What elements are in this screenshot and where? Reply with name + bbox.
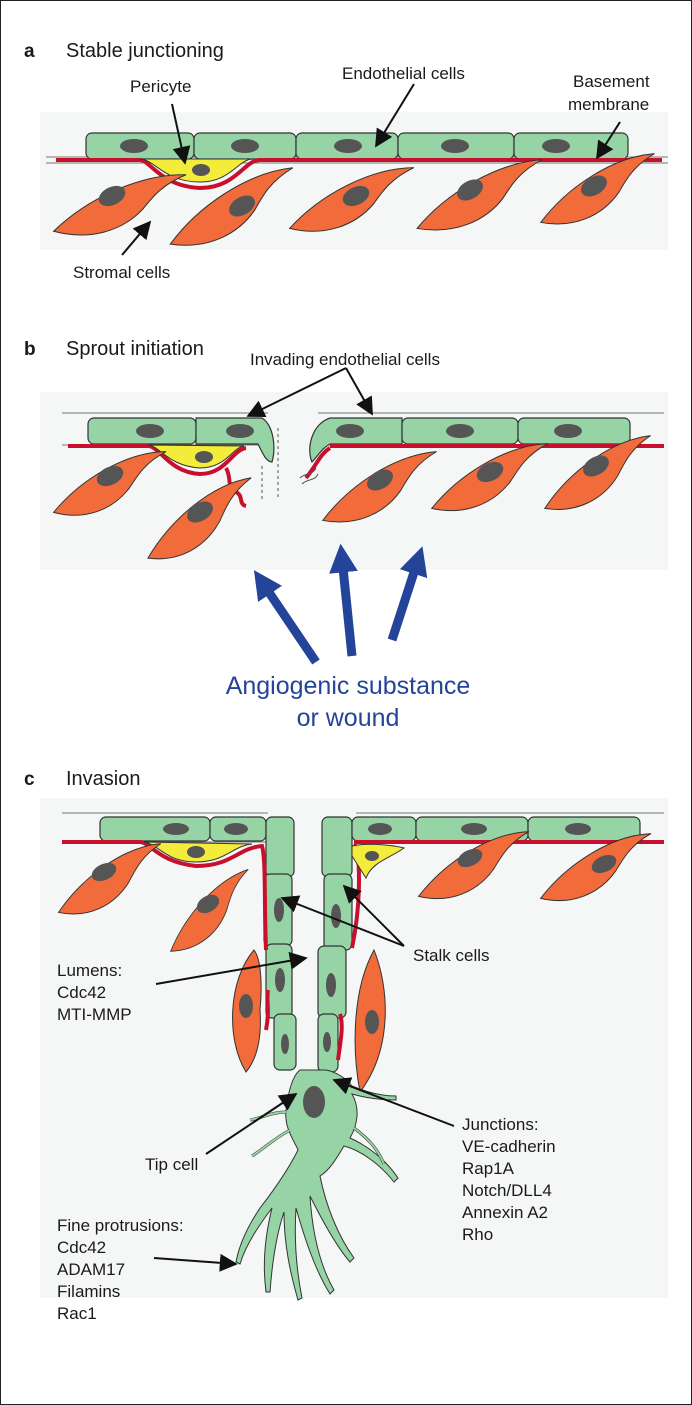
label-stromal-cells: Stromal cells bbox=[73, 263, 171, 282]
junctions-item: VE-cadherin bbox=[462, 1137, 556, 1156]
protrusions-list: Fine protrusions: Cdc42 ADAM17 Filamins … bbox=[57, 1215, 184, 1325]
protrusions-item: Filamins bbox=[57, 1282, 121, 1301]
label-basement-line2: membrane bbox=[568, 95, 650, 114]
endothelial-nuclei-a bbox=[120, 139, 570, 153]
panel-b-arrows bbox=[246, 367, 373, 417]
junctions-item: Rap1A bbox=[462, 1159, 514, 1178]
panel-a-arrows bbox=[121, 83, 621, 256]
angiogenic-arrows bbox=[253, 543, 428, 665]
junctions-list: Junctions: VE-cadherin Rap1A Notch/DLL4 … bbox=[462, 1114, 556, 1246]
junctions-item: Annexin A2 bbox=[462, 1203, 549, 1222]
panel-c-title: Invasion bbox=[66, 768, 141, 790]
lumens-heading: Lumens: bbox=[57, 961, 123, 980]
pericyte-c-right bbox=[351, 843, 406, 880]
panel-a-letter: a bbox=[24, 41, 35, 62]
protrusions-heading: Fine protrusions: bbox=[57, 1216, 184, 1235]
panel-c-arrows bbox=[153, 884, 455, 1272]
label-basement-line1: Basement bbox=[573, 72, 650, 91]
panel-c-illustration bbox=[40, 798, 668, 1301]
panel-b-illustration bbox=[40, 367, 668, 665]
basement-membrane-a bbox=[56, 158, 662, 191]
label-stalk-cells: Stalk cells bbox=[413, 946, 490, 965]
panel-b-letter: b bbox=[24, 339, 36, 360]
junctions-item: Notch/DLL4 bbox=[462, 1181, 552, 1200]
label-or-wound: or wound bbox=[296, 704, 400, 732]
label-endothelial-cells: Endothelial cells bbox=[342, 64, 465, 83]
panel-a-title: Stable junctioning bbox=[66, 40, 224, 62]
lumens-list: Lumens: Cdc42 MTI-MMP bbox=[57, 960, 132, 1026]
label-angiogenic-substance: Angiogenic substance bbox=[225, 672, 471, 700]
protrusions-item: ADAM17 bbox=[57, 1260, 126, 1279]
panel-b-title: Sprout initiation bbox=[66, 338, 204, 360]
lumens-item: MTI-MMP bbox=[57, 1005, 132, 1024]
tip-cell bbox=[235, 1069, 399, 1301]
junctions-heading: Junctions: bbox=[462, 1115, 539, 1134]
junctions-item: Rho bbox=[462, 1225, 494, 1244]
sprout-gap-dashes bbox=[261, 428, 279, 502]
lumens-item: Cdc42 bbox=[57, 983, 107, 1002]
label-invading-endothelial-cells: Invading endothelial cells bbox=[250, 350, 440, 369]
panel-a-illustration bbox=[40, 83, 668, 256]
label-tip-cell: Tip cell bbox=[145, 1155, 199, 1174]
protrusions-item: Cdc42 bbox=[57, 1238, 107, 1257]
protrusions-item: Rac1 bbox=[57, 1304, 97, 1323]
label-pericyte: Pericyte bbox=[130, 77, 192, 96]
panel-c-letter: c bbox=[24, 769, 35, 790]
